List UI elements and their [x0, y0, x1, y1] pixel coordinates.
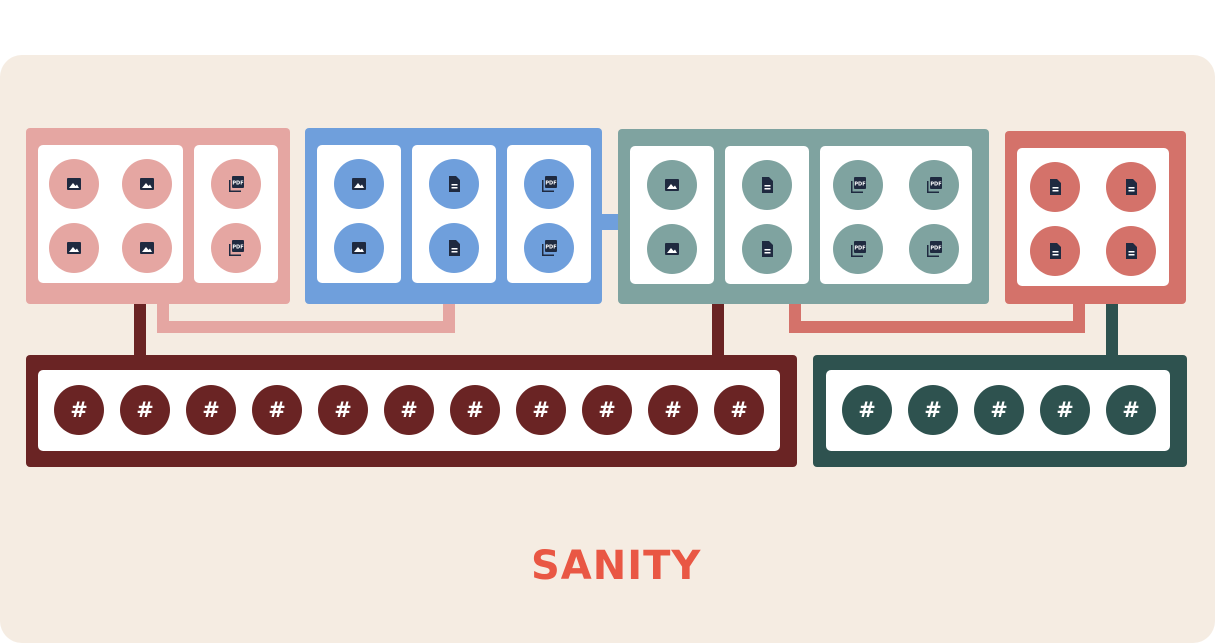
- image-icon: [49, 159, 100, 209]
- hash-tag-icon: #: [54, 385, 104, 435]
- hash-tag-icon: #: [186, 385, 236, 435]
- connector-pink-3-1: [157, 321, 455, 333]
- hash-tag-icon: #: [318, 385, 368, 435]
- hash-label: #: [730, 397, 748, 422]
- pdf-icon: PDF: [211, 159, 261, 209]
- document-icon: [742, 160, 792, 210]
- hash-tag-icon: #: [714, 385, 764, 435]
- hash-label: #: [136, 397, 154, 422]
- hash-tag-icon: #: [908, 385, 958, 435]
- connector-maroon-0-0: [134, 303, 146, 357]
- hash-tag-icon: #: [1040, 385, 1090, 435]
- svg-text:PDF: PDF: [545, 244, 556, 250]
- document-icon: [1106, 162, 1156, 212]
- pdf-icon: PDF: [833, 224, 883, 274]
- hash-label: #: [858, 397, 876, 422]
- hash-tag-icon: #: [384, 385, 434, 435]
- hash-label: #: [268, 397, 286, 422]
- pdf-icon: PDF: [524, 159, 574, 209]
- svg-text:PDF: PDF: [930, 245, 941, 251]
- pdf-icon: PDF: [524, 223, 574, 273]
- hash-label: #: [598, 397, 616, 422]
- sanity-logo: SANITY: [531, 543, 702, 589]
- svg-text:PDF: PDF: [930, 181, 941, 187]
- hash-label: #: [70, 397, 88, 422]
- hash-label: #: [400, 397, 418, 422]
- hash-tag-icon: #: [1106, 385, 1156, 435]
- connector-pink-3-2: [443, 303, 455, 333]
- hash-tag-icon: #: [120, 385, 170, 435]
- hash-tag-icon: #: [450, 385, 500, 435]
- connector-darkgreen-2-0: [1106, 303, 1118, 357]
- hash-label: #: [664, 397, 682, 422]
- image-icon: [121, 223, 172, 273]
- image-icon: [647, 160, 697, 210]
- hash-label: #: [466, 397, 484, 422]
- connector-coral-4-2: [1073, 303, 1085, 333]
- image-icon: [334, 159, 384, 209]
- svg-text:PDF: PDF: [232, 180, 243, 186]
- svg-text:PDF: PDF: [232, 244, 243, 250]
- hash-label: #: [1122, 397, 1140, 422]
- hash-label: #: [990, 397, 1008, 422]
- hash-label: #: [334, 397, 352, 422]
- hash-label: #: [532, 397, 550, 422]
- hash-tag-icon: #: [648, 385, 698, 435]
- hash-tag-icon: #: [516, 385, 566, 435]
- pdf-icon: PDF: [833, 160, 883, 210]
- image-icon: [121, 159, 172, 209]
- svg-text:PDF: PDF: [854, 245, 865, 251]
- svg-text:PDF: PDF: [545, 180, 556, 186]
- document-icon: [429, 223, 479, 273]
- connector-blue-5-0: [601, 214, 619, 230]
- image-icon: [49, 223, 100, 273]
- hash-tag-icon: #: [582, 385, 632, 435]
- pdf-icon: PDF: [211, 223, 261, 273]
- hash-label: #: [924, 397, 942, 422]
- hash-label: #: [1056, 397, 1074, 422]
- hash-tag-icon: #: [252, 385, 302, 435]
- pdf-icon: PDF: [909, 160, 959, 210]
- document-icon: [1030, 162, 1080, 212]
- pdf-icon: PDF: [909, 224, 959, 274]
- connector-maroon-1-0: [712, 303, 724, 357]
- document-icon: [1030, 226, 1080, 276]
- hash-tag-icon: #: [842, 385, 892, 435]
- document-icon: [429, 159, 479, 209]
- svg-text:PDF: PDF: [854, 181, 865, 187]
- image-icon: [647, 224, 697, 274]
- hash-label: #: [202, 397, 220, 422]
- image-icon: [334, 223, 384, 273]
- hash-tag-icon: #: [974, 385, 1024, 435]
- document-icon: [1106, 226, 1156, 276]
- document-icon: [742, 224, 792, 274]
- connector-coral-4-1: [789, 321, 1085, 333]
